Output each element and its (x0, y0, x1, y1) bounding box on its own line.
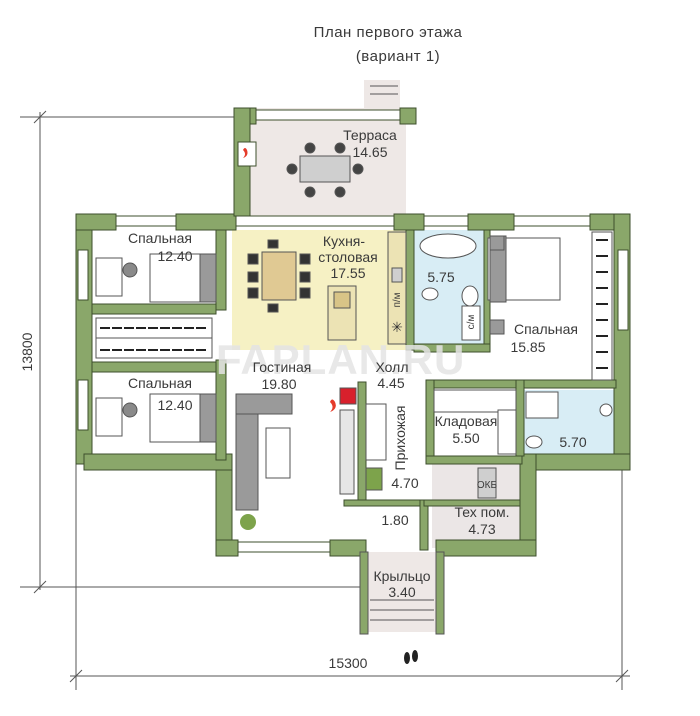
porch-floor (364, 552, 440, 632)
storage-name: Кладовая (435, 413, 498, 429)
hall-area: 4.45 (377, 375, 404, 391)
porch-steps (359, 85, 445, 635)
bedroom3-area: 15.85 (510, 339, 545, 355)
hallway-area: 4.70 (391, 475, 418, 491)
tech-name: Тех пом. (454, 504, 509, 520)
terrace-name: Терраса (343, 127, 397, 143)
plan-title-line2: (вариант 1) (356, 48, 440, 65)
washer-label: с/м (466, 315, 477, 330)
bedroom2-area: 12.40 (157, 397, 192, 413)
bedroom3-name: Спальная (514, 321, 578, 337)
living-furniture (235, 393, 355, 530)
boiler-label: ОКБ (477, 480, 498, 491)
kitchen-area: 17.55 (330, 265, 365, 281)
kitchen-name2: столовая (318, 249, 378, 265)
bedroom2-name: Спальная (128, 375, 192, 391)
porch-area: 3.40 (388, 584, 415, 600)
living-fireplace-icon (330, 399, 336, 412)
bathroom1-area: 5.75 (427, 269, 454, 285)
fireplace-icon (243, 148, 248, 158)
kitchen-asterisk-icon: ✳ (391, 320, 403, 336)
storage-area: 5.50 (452, 430, 479, 446)
kitchen-furniture (247, 231, 407, 345)
bedroom1-name: Спальная (128, 230, 192, 246)
living-name: Гостиная (253, 359, 312, 375)
hall-name: Холл (376, 359, 409, 375)
hallway-name: Прихожая (392, 406, 408, 471)
watermark: FAPLAN.RU (216, 336, 465, 383)
wardrobe-hangers (100, 239, 608, 369)
bedroom-furniture (95, 231, 613, 443)
dishwasher-label: п/м (392, 292, 403, 307)
windows (77, 109, 629, 553)
tech-area: 4.73 (468, 521, 495, 537)
chimney (339, 387, 357, 405)
room-labels: Терраса 14.65 Спальная 12.40 Кухня- стол… (128, 127, 587, 600)
terrace-area: 14.65 (352, 144, 387, 160)
vestibule-area: 1.80 (381, 512, 408, 528)
bathroom1-fixtures (419, 233, 481, 341)
footprints-icon (404, 650, 418, 664)
kitchen-name: Кухня- (323, 233, 365, 249)
porch-name: Крыльцо (373, 568, 430, 584)
bedroom1-area: 12.40 (157, 248, 192, 264)
living-area: 19.80 (261, 376, 296, 392)
height-dimension-label: 13800 (19, 332, 35, 371)
bathroom2-area: 5.70 (559, 434, 586, 450)
terrace-furniture (237, 141, 364, 198)
plan-title-line1: План первого этажа (314, 24, 463, 41)
service-fixtures (365, 389, 613, 499)
width-dimension-label: 15300 (329, 655, 368, 671)
